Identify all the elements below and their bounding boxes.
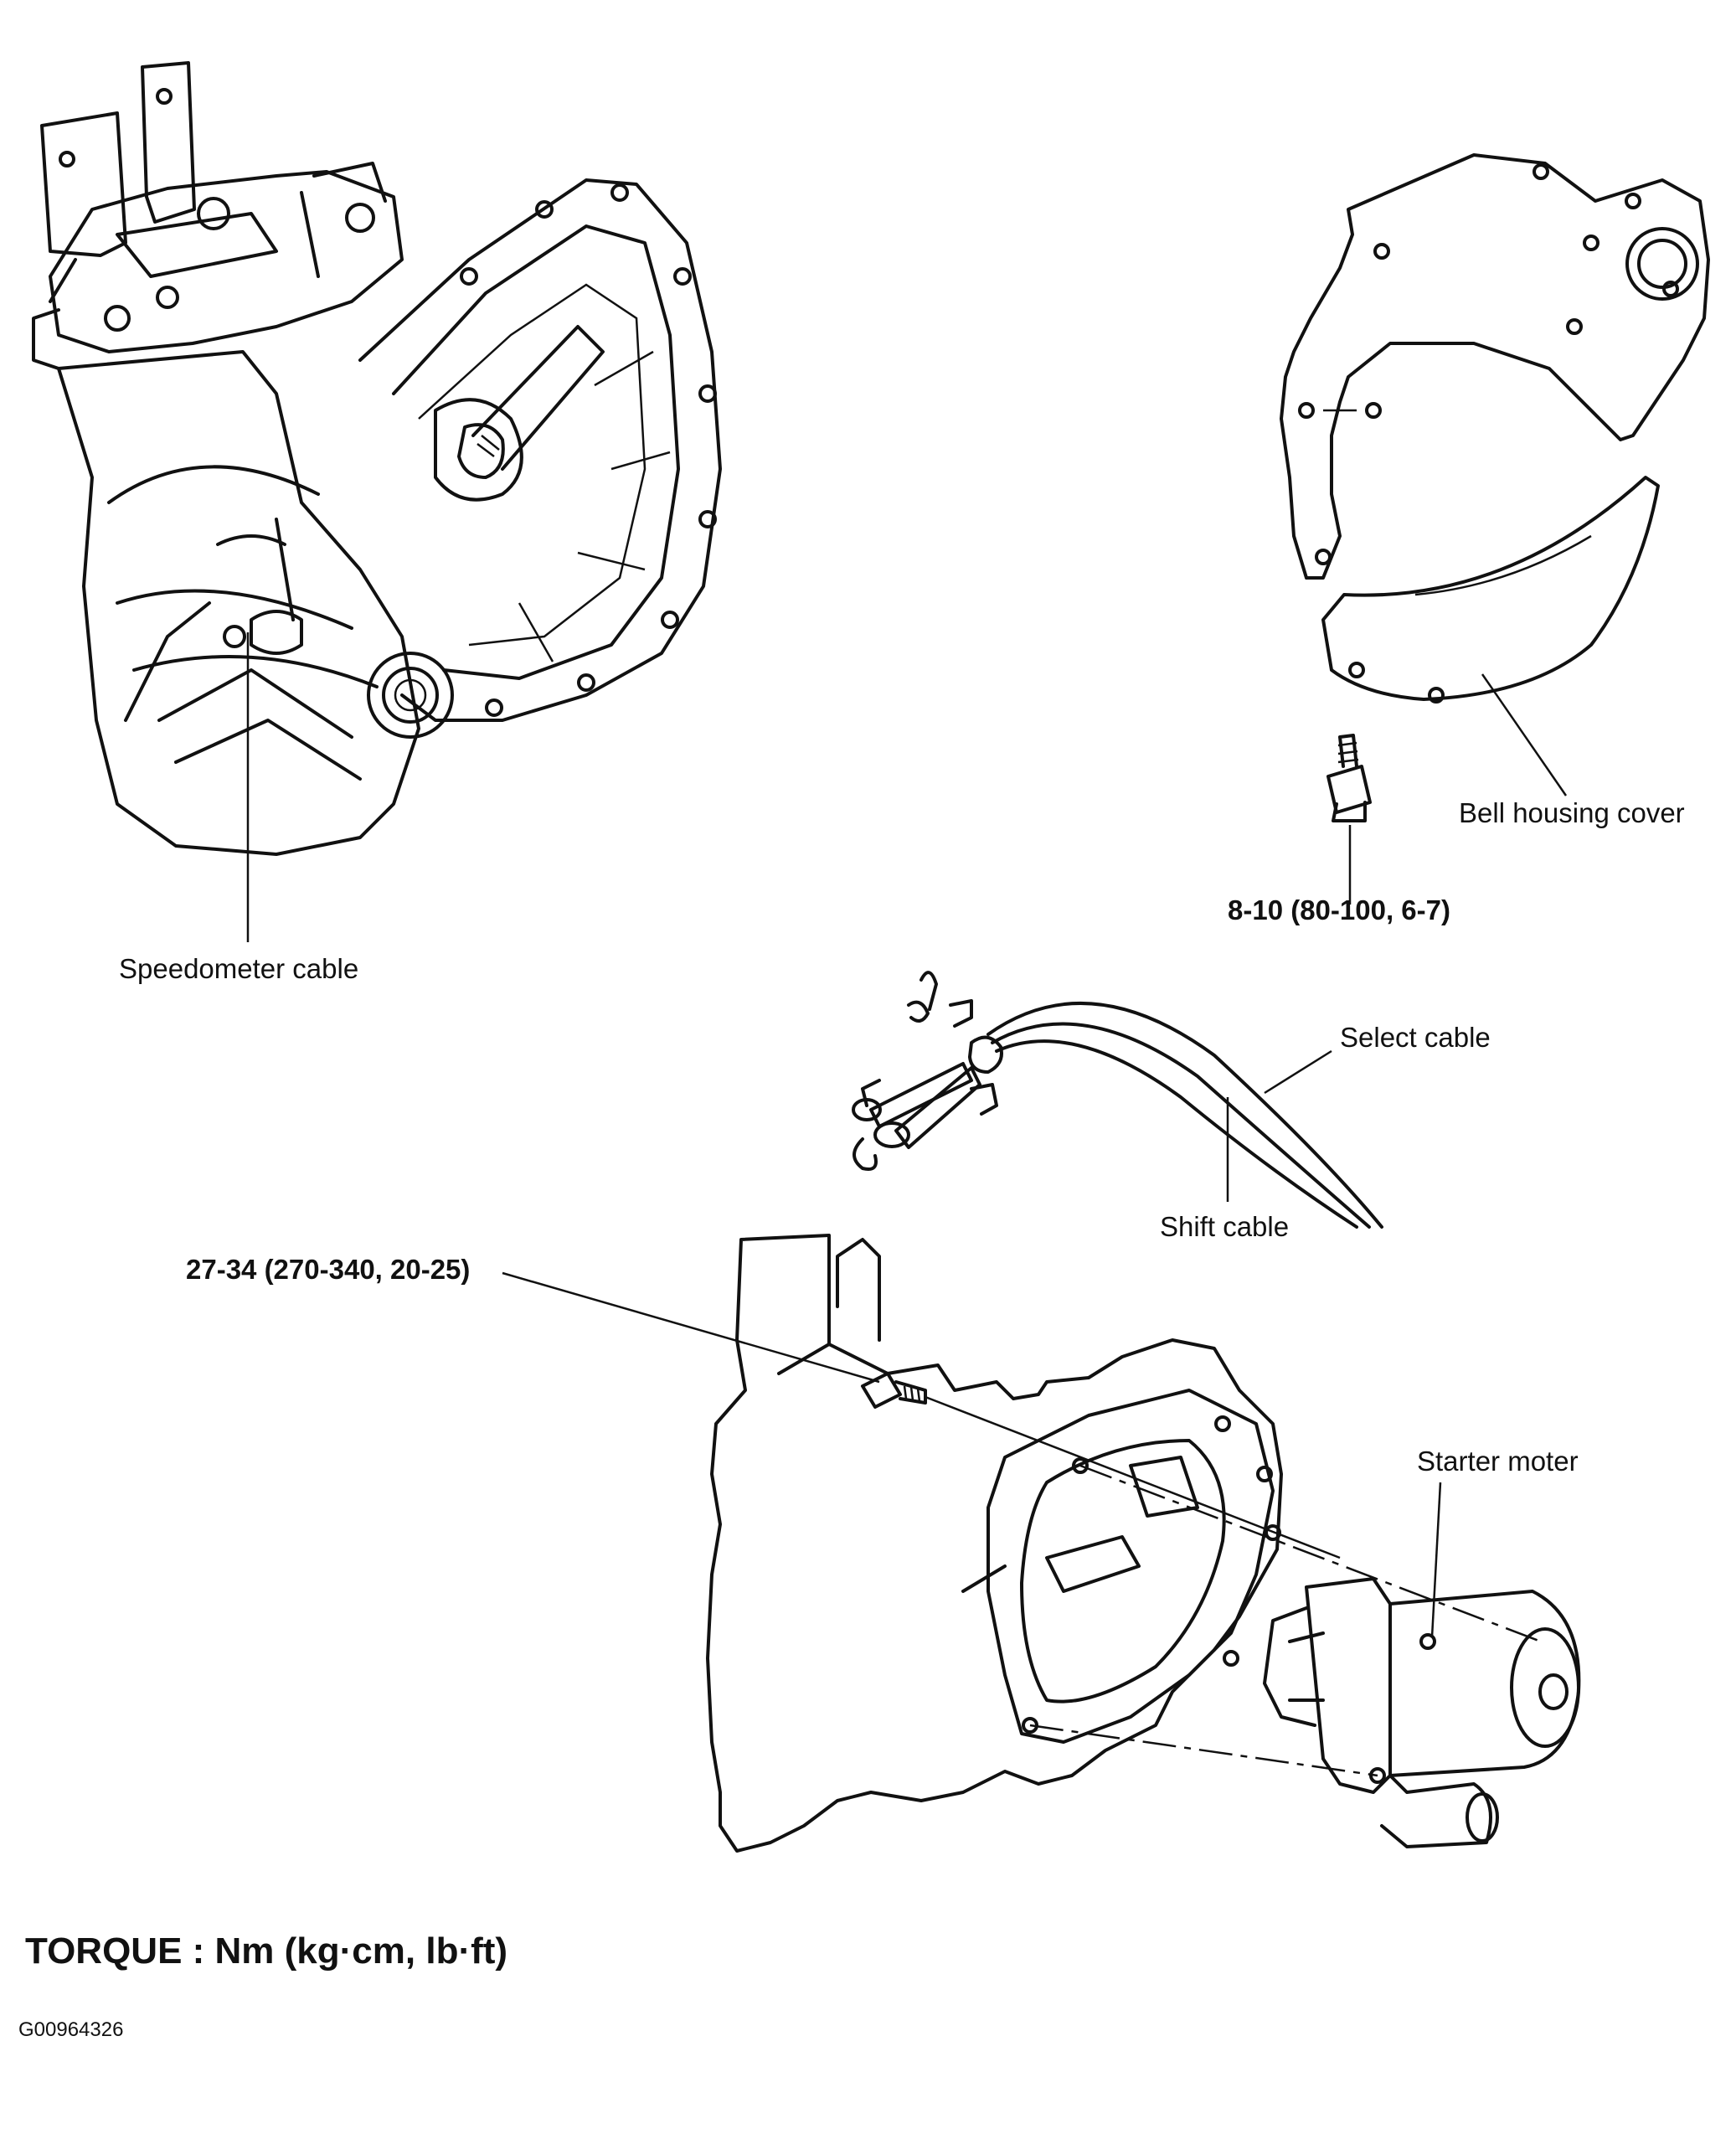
label-select-cable: Select cable [1340, 1022, 1491, 1053]
label-bell-housing-cover: Bell housing cover [1459, 797, 1685, 828]
select-shift-cables [852, 971, 1383, 1229]
bell-cover-bolt [1326, 734, 1372, 822]
starter-mounting-bolt [861, 1372, 927, 1409]
figure-code: G00964326 [18, 2018, 124, 2041]
torque-units-note: TORQUE : Nm (kg·cm, lb·ft) [25, 1930, 508, 1972]
label-bell-cover-bolt-torque: 8-10 (80-100, 6-7) [1228, 894, 1450, 925]
label-shift-cable: Shift cable [1160, 1211, 1290, 1242]
transaxle-assembly [32, 61, 722, 856]
bell-housing-cover [1280, 153, 1710, 704]
transaxle-outline-with-starter [706, 1234, 1581, 1853]
label-starter-bolt-torque: 27-34 (270-340, 20-25) [186, 1254, 471, 1285]
label-speedometer-cable: Speedometer cable [119, 953, 359, 984]
label-starter-moter: Starter moter [1417, 1446, 1579, 1477]
